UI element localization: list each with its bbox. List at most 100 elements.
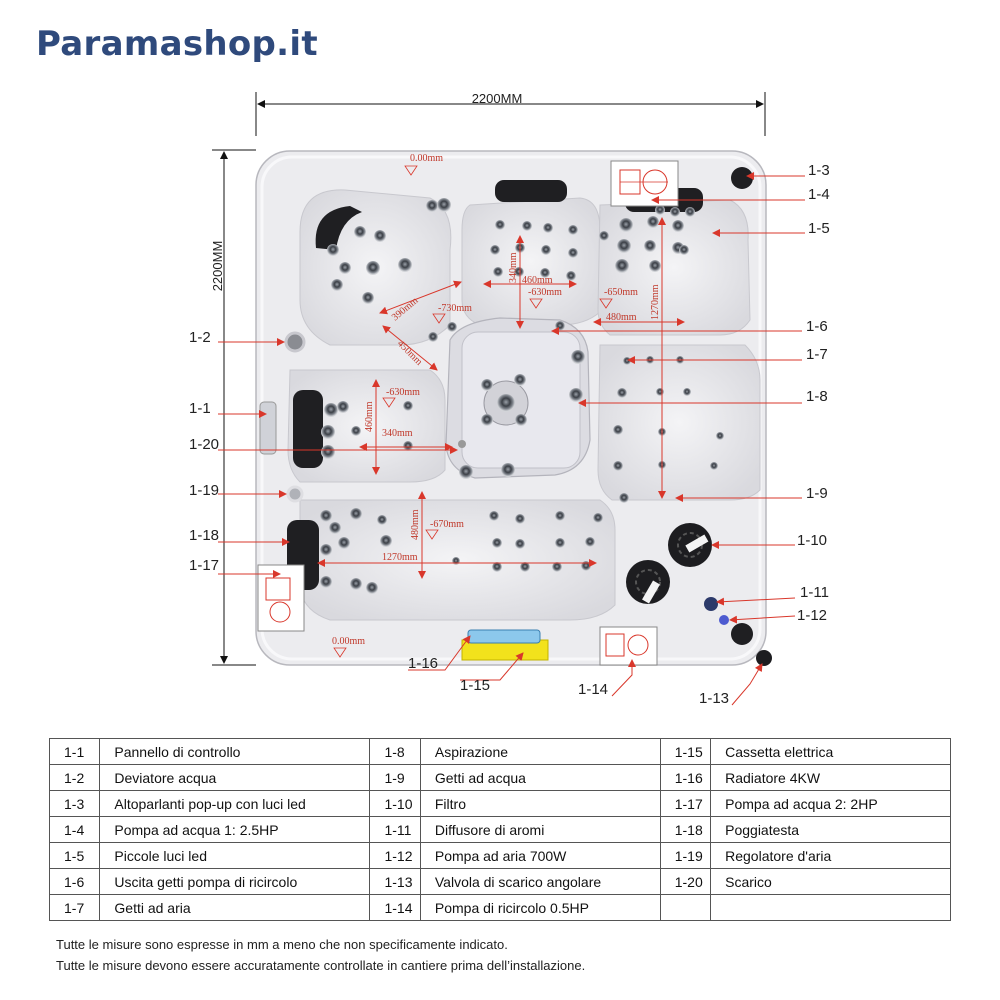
callout-1-5: 1-5 [808,220,830,237]
jet [672,220,684,232]
callout-1-19: 1-19 [189,482,219,499]
jet [329,522,341,534]
jet [492,538,502,548]
svg-text:0.00mm: 0.00mm [332,636,365,647]
legend-code: 1-10 [369,790,421,817]
legend-description: Cassetta elettrica [710,738,951,765]
legend-code: 1-13 [369,868,421,895]
legend-code: 1-9 [369,764,421,791]
jet [428,332,438,342]
jet [619,493,629,503]
legend-description: Scarico [710,868,951,895]
legend-description: Valvola di scarico angolare [419,868,661,895]
jet [320,510,332,522]
jet [613,461,623,471]
callout-1-10: 1-10 [797,532,827,549]
jet [543,223,553,233]
jet [426,200,438,212]
jet [459,465,473,479]
jet [555,321,565,331]
pump-2-drawing [257,564,305,632]
legend-description: Deviatore acqua [99,764,371,791]
jet [555,511,565,521]
callout-1-7: 1-7 [806,346,828,363]
legend-code: 1-17 [659,790,712,817]
jet [351,426,361,436]
jet [362,292,374,304]
speakers-and-fittings [259,167,772,666]
jet [337,401,349,413]
jet [685,207,695,217]
jet [515,539,525,549]
legend-code: 1-14 [369,894,421,921]
jet [655,205,665,215]
jet [493,267,503,277]
callout-1-15: 1-15 [460,677,490,694]
jet [437,198,451,212]
jet [541,245,551,255]
jet [339,262,351,274]
jet [566,271,576,281]
jet [366,582,378,594]
jet [617,388,627,398]
legend-description: Piccole luci led [99,842,371,869]
svg-text:460mm: 460mm [522,275,553,286]
legend-description: Pannello di controllo [99,738,371,765]
callout-leaders [218,172,805,706]
legend-code: 1-5 [48,842,101,869]
legend-code: 1-16 [659,764,712,791]
legend-description: Pompa ad acqua 2: 2HP [710,790,951,817]
jet [403,401,413,411]
legend-description: Uscita getti pompa di ricircolo [99,868,371,895]
legend-code: 1-1 [48,738,101,765]
jet [649,260,661,272]
callout-1-20: 1-20 [189,436,219,453]
jet [481,414,493,426]
legend-description: Getti ad acqua [419,764,661,791]
pump-1-drawing [610,160,679,207]
callout-1-9: 1-9 [806,485,828,502]
circulation-pump-drawing [599,626,658,666]
legend-code: 1-15 [659,738,712,765]
callout-1-11: 1-11 [800,584,829,601]
jet [514,374,526,386]
notes: Tutte le misure sono espresse in mm a me… [56,934,585,976]
jet [522,221,532,231]
height-dimension: 2200MM [210,149,256,666]
jet [377,515,387,525]
svg-text:-650mm: -650mm [604,287,638,298]
jet [571,350,585,364]
legend-code: 1-11 [369,816,421,843]
callout-1-8: 1-8 [806,388,828,405]
jet [617,239,631,253]
jet [593,513,603,523]
note-line-1: Tutte le misure sono espresse in mm a me… [56,937,508,952]
legend-code: 1-18 [659,816,712,843]
svg-text:480mm: 480mm [606,312,637,323]
jet [656,388,664,396]
legend-code [659,894,712,921]
jet [331,279,343,291]
callout-1-13: 1-13 [699,690,729,707]
jet [321,425,335,439]
legend-code: 1-2 [48,764,101,791]
filter-cartridges [626,523,712,604]
legend-description: Aspirazione [419,738,661,765]
callout-1-12: 1-12 [797,607,827,624]
jet [380,535,392,547]
callout-1-14: 1-14 [578,681,608,698]
jet [321,445,335,459]
jet [366,261,380,275]
jet [354,226,366,238]
note-line-2: Tutte le misure devono essere accuratame… [56,958,586,973]
jet [452,557,460,565]
legend-code: 1-19 [659,842,712,869]
jet [710,462,718,470]
jet [599,231,609,241]
svg-text:-670mm: -670mm [430,519,464,530]
jet [619,218,633,232]
legend-description: Regolatore d'aria [710,842,951,869]
